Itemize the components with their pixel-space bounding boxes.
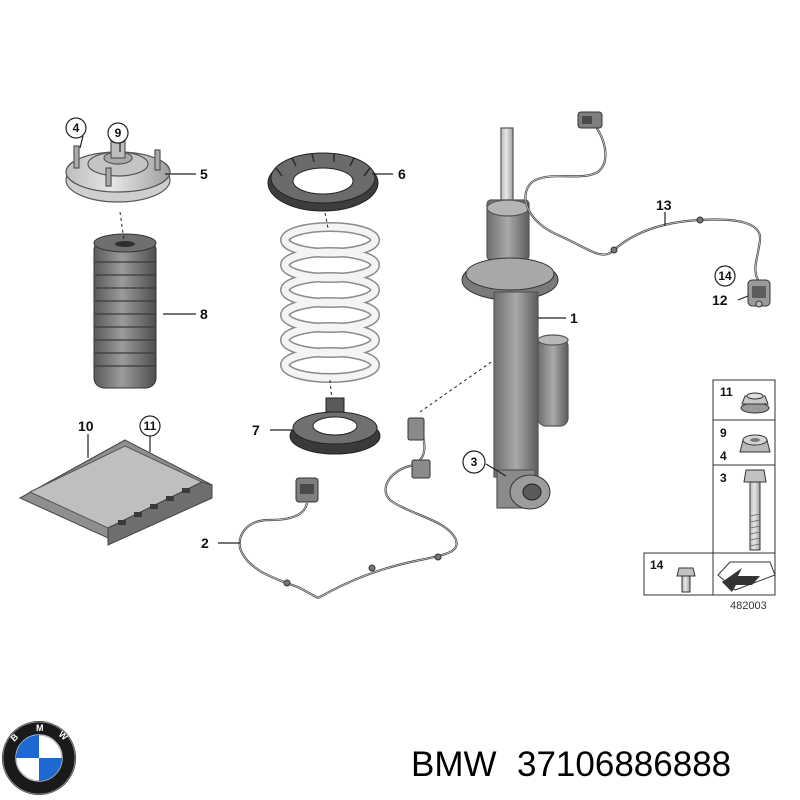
callout-5: 5: [200, 166, 208, 182]
callout-3: 3: [471, 455, 478, 469]
svg-text:B: B: [9, 731, 21, 743]
callout-10: 10: [78, 418, 94, 434]
wire-harness-part-2: [238, 417, 458, 599]
callout-8: 8: [200, 306, 208, 322]
diagram-reference: 482003: [730, 600, 767, 612]
callout-9-circle: [107, 122, 129, 144]
spring-pad-lower-part-7: [289, 397, 381, 455]
callout-14-circle: [714, 265, 736, 287]
shock-absorber-part-1: [461, 127, 569, 510]
dash-harness-shock: [419, 359, 495, 413]
strut-mount-part-5: [65, 136, 171, 203]
legend-label-3: 3: [720, 471, 727, 485]
hardware-legend: 11 9 4 3: [712, 379, 776, 596]
callout-2: 2: [201, 535, 209, 551]
legend-label-11: 11: [720, 385, 733, 399]
callout-11-circle: [139, 415, 161, 437]
direction-arrow-icon: [717, 561, 776, 592]
callout-12: 12: [712, 292, 728, 308]
hex-nut-icon: [739, 434, 771, 453]
flange-nut-icon: [740, 392, 770, 414]
leader-lines: [79, 135, 749, 544]
dash-5-8: [119, 211, 125, 241]
part-number: 37106886888: [517, 745, 731, 784]
height-sensor-part-12: [747, 279, 771, 308]
callout-6: 6: [398, 166, 406, 182]
callout-11: 11: [144, 419, 157, 433]
bolt-icon: [743, 469, 767, 551]
legend-label-14: 14: [650, 558, 664, 572]
wire-harness-part-13: [524, 111, 762, 281]
callout-3-circle: [462, 450, 486, 474]
brand-name: BMW: [411, 745, 497, 784]
dust-boot-part-8: [93, 233, 157, 389]
dash-6-spring: [324, 212, 329, 229]
screw-icon: [676, 567, 696, 593]
dash-spring-7: [329, 379, 333, 401]
callout-4: 4: [73, 121, 80, 135]
callout-1: 1: [570, 310, 578, 326]
callouts: 4 9 5 8 6 7 1 2 10 11 3 13 14 12: [65, 117, 736, 551]
bmw-logo: B M W: [2, 721, 76, 795]
coil-spring: [280, 222, 380, 383]
callout-13: 13: [656, 197, 672, 213]
spring-pad-upper-part-6: [267, 152, 379, 212]
legend-label-9: 9: [720, 426, 727, 440]
screw-legend: 14: [643, 552, 714, 596]
callout-14: 14: [718, 269, 732, 283]
callout-7: 7: [252, 422, 260, 438]
callout-4-circle: [65, 117, 87, 139]
callout-9: 9: [115, 126, 122, 140]
svg-text:M: M: [36, 723, 44, 733]
control-unit-part-10: [18, 439, 214, 546]
legend-label-4: 4: [720, 449, 727, 463]
